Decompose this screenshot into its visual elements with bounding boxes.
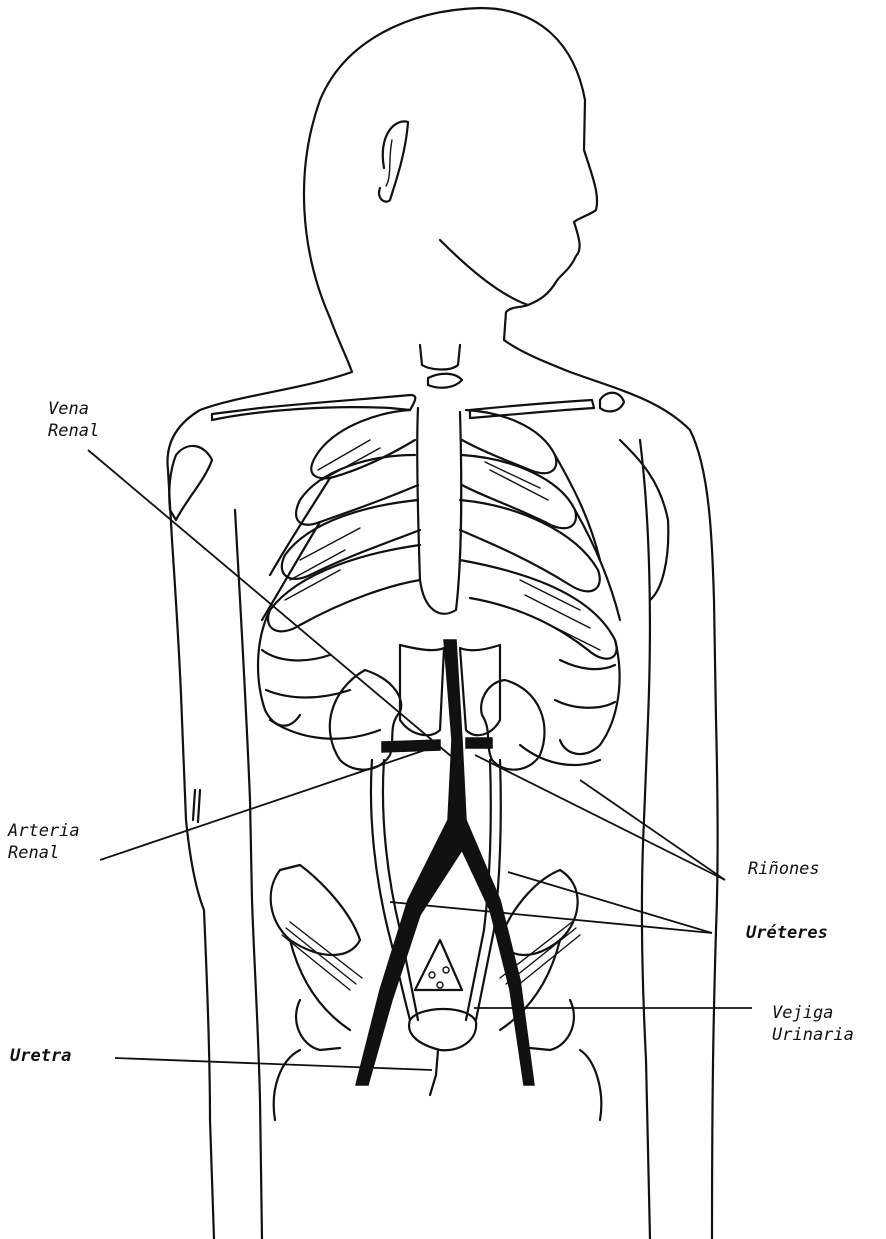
label-ureteres: Uréteres: [746, 922, 828, 944]
label-vena-renal: Vena Renal: [48, 398, 99, 442]
label-arteria-renal-line2: Renal: [8, 842, 80, 864]
label-vejiga-urinaria: Vejiga Urinaria: [772, 1002, 854, 1046]
body-outline: [167, 318, 717, 1239]
label-arteria-renal-line1: Arteria: [8, 820, 80, 842]
clavicles: [212, 395, 594, 420]
label-vejiga-line2: Urinaria: [772, 1024, 854, 1046]
label-rinones: Riñones: [748, 858, 820, 880]
kidneys: [330, 670, 545, 770]
head-outline: [304, 8, 597, 340]
urethra: [430, 1050, 438, 1095]
label-vena-renal-line2: Renal: [48, 420, 99, 442]
label-vejiga-line1: Vejiga: [772, 1002, 854, 1024]
sternum: [417, 408, 461, 614]
leader-lines: [88, 450, 752, 1070]
bladder: [409, 940, 476, 1050]
label-uretra: Uretra: [10, 1045, 71, 1067]
label-arteria-renal: Arteria Renal: [8, 820, 80, 864]
label-vena-renal-line1: Vena: [48, 398, 99, 420]
great-vessels: [356, 640, 534, 1085]
pelvis: [271, 865, 602, 1120]
